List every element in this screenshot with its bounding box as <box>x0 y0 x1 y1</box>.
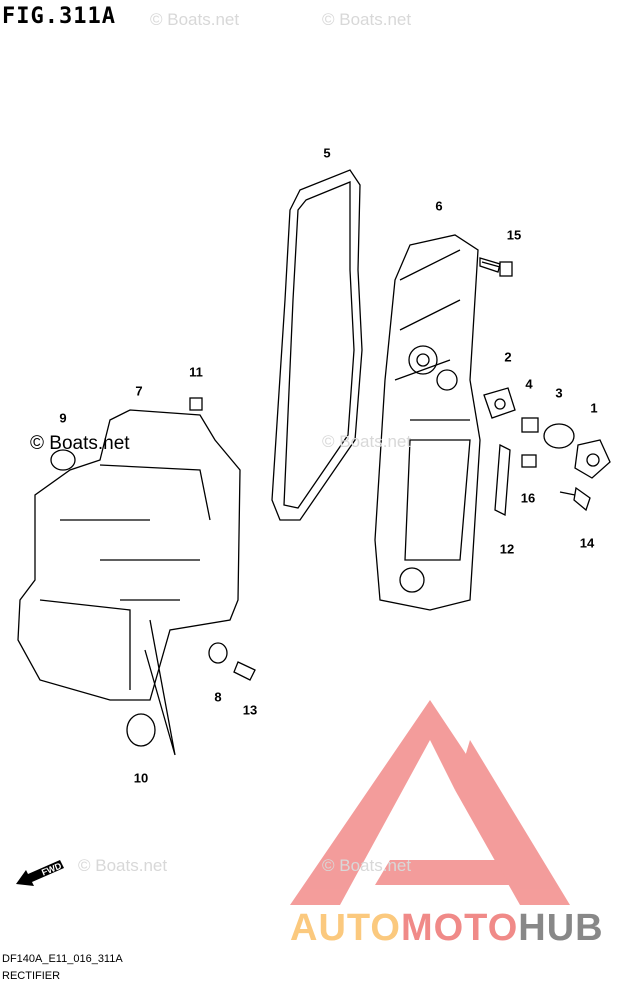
watermark: © Boats.net <box>322 10 412 29</box>
part-label-7[interactable]: 7 <box>135 383 143 399</box>
part-label-8[interactable]: 8 <box>214 689 222 705</box>
fwd-arrow-icon: FWD <box>16 860 64 886</box>
part-label-13[interactable]: 13 <box>242 702 258 718</box>
watermark: © Boats.net <box>322 856 412 875</box>
part-label-12[interactable]: 12 <box>499 541 515 557</box>
part-label-16[interactable]: 16 <box>520 490 536 506</box>
part-label-9[interactable]: 9 <box>59 410 67 426</box>
brand-part-hub: HUB <box>518 907 604 949</box>
fwd-label: FWD <box>40 861 63 878</box>
watermark-dark: © Boats.net <box>30 433 130 454</box>
part-label-14[interactable]: 14 <box>579 535 595 551</box>
watermark: © Boats.net <box>322 432 412 451</box>
part-label-2[interactable]: 2 <box>504 349 512 365</box>
figure-name: RECTIFIER <box>2 970 61 982</box>
part-label-11[interactable]: 11 <box>189 364 203 380</box>
part-label-6[interactable]: 6 <box>435 198 443 214</box>
watermark: © Boats.net <box>78 856 168 875</box>
part-label-4[interactable]: 4 <box>525 376 533 392</box>
figure-code: DF140A_E11_016_311A <box>2 953 123 965</box>
watermark: © Boats.net <box>150 10 240 29</box>
part-label-15[interactable]: 15 <box>506 227 522 243</box>
brand-wordmark: AUTOMOTOHUB <box>290 907 604 950</box>
part-label-10[interactable]: 10 <box>133 770 149 786</box>
part-label-3[interactable]: 3 <box>555 385 563 401</box>
part-label-1[interactable]: 1 <box>590 400 598 416</box>
brand-part-auto: AUTO <box>290 907 401 949</box>
brand-part-moto: MOTO <box>400 907 519 949</box>
figure-title: FIG.311A <box>2 4 116 29</box>
part-label-5[interactable]: 5 <box>323 145 331 161</box>
